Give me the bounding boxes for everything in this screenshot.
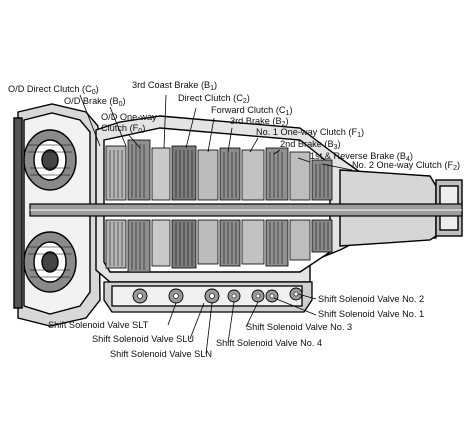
label-ssv-no2: Shift Solenoid Valve No. 2 [318, 294, 425, 304]
label-ssv-no1: Shift Solenoid Valve No. 1 [318, 309, 425, 319]
label-ssv-no4: Shift Solenoid Valve No. 4 [216, 338, 323, 348]
label-third-coast-brake: 3rd Coast Brake (B1) [132, 80, 218, 92]
label-od-one-way-line2: Clutch (F0) [101, 123, 146, 135]
label-second-brake: 2nd Brake (B3) [280, 139, 341, 151]
solenoid-centers [137, 291, 299, 299]
label-third-brake: 3rd Brake (B2) [230, 116, 289, 128]
clutch-discs-upper [109, 144, 329, 198]
label-direct-clutch: Direct Clutch (C2) [178, 93, 250, 105]
label-forward-clutch: Forward Clutch (C1) [211, 105, 293, 117]
label-first-reverse-brake: 1st & Reverse Brake (B4) [310, 151, 413, 163]
label-od-direct-clutch: O/D Direct Clutch (C0) [8, 84, 99, 96]
label-ssv-slu: Shift Solenoid Valve SLU [92, 334, 194, 344]
label-od-one-way-line1: O/D One-way [101, 112, 157, 122]
label-od-brake: O/D Brake (B0) [64, 96, 126, 108]
label-ssv-sln: Shift Solenoid Valve SLN [110, 349, 212, 359]
leader-lines [79, 94, 353, 355]
label-ssv-no3: Shift Solenoid Valve No. 3 [246, 322, 353, 332]
main-shaft [29, 203, 463, 217]
label-no2-one-way-clutch: No. 2 One-way Clutch (F2) [352, 160, 461, 172]
torque-converter [13, 103, 101, 327]
label-ssv-slt: Shift Solenoid Valve SLT [48, 320, 149, 330]
label-no1-one-way-clutch: No. 1 One-way Clutch (F1) [256, 127, 365, 139]
converter-blades [28, 144, 72, 278]
clutch-discs-lower [109, 222, 329, 270]
